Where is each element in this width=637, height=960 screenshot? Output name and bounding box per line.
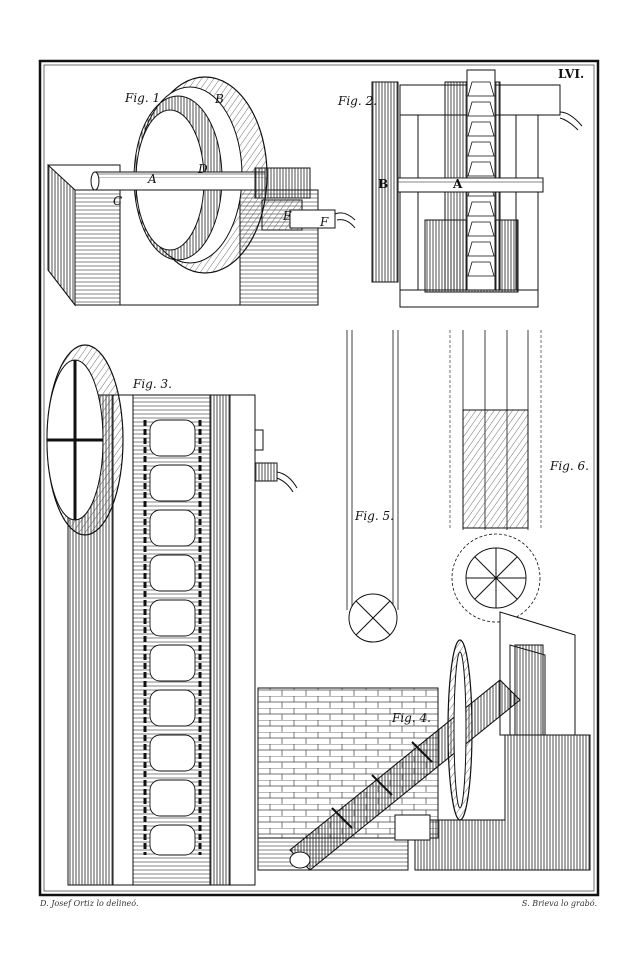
- fig1-label: Fig. 1.: [124, 91, 164, 105]
- fig2-letter-a: A: [452, 177, 463, 191]
- fig1-drawing: [47, 76, 356, 307]
- engraver-credit-left: D. Josef Ortiz lo delineó.: [40, 899, 139, 908]
- fig1-letter-b: B: [214, 92, 224, 106]
- fig5-drawing: [346, 330, 399, 643]
- fig5-label: Fig. 5.: [354, 509, 394, 523]
- fig2-letter-b: B: [378, 177, 388, 191]
- fig2-drawing: [371, 69, 583, 308]
- fig3-drawing: [46, 344, 298, 886]
- fig4-drawing: [257, 611, 591, 871]
- fig1-letter-c: C: [113, 194, 122, 208]
- plate-inner-border: [43, 64, 595, 892]
- fig1-letter-e: E: [282, 209, 292, 223]
- fig4-label: Fig. 4.: [391, 711, 431, 725]
- plate-number: LVI.: [558, 67, 584, 81]
- fig1-letter-f: F: [319, 215, 329, 229]
- fig3-label: Fig. 3.: [132, 377, 172, 391]
- fig1-letter-d: D: [197, 162, 208, 176]
- engraver-credit-right: S. Brieva lo grabó.: [521, 899, 597, 908]
- fig1-letter-a: A: [147, 172, 157, 186]
- plate-border: [38, 59, 600, 897]
- fig2-label: Fig. 2.: [337, 94, 377, 108]
- fig6-drawing: [449, 330, 542, 623]
- fig6-label: Fig. 6.: [549, 459, 589, 473]
